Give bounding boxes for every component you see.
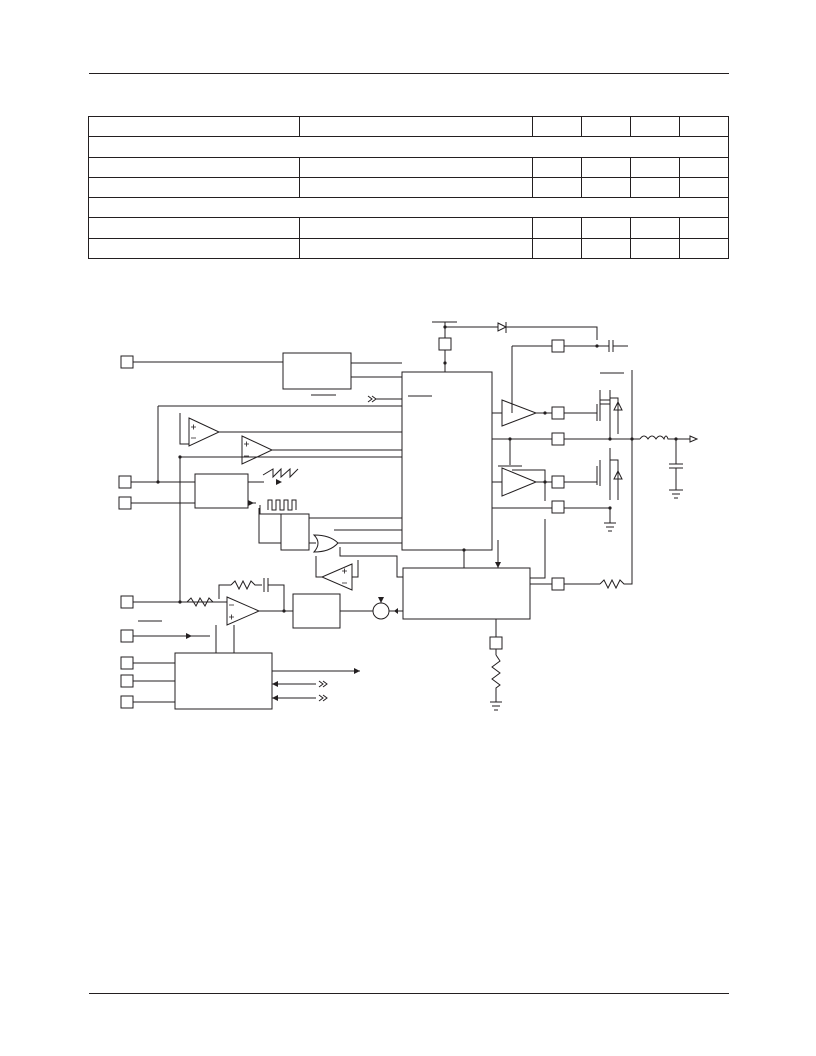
pin (120, 629, 134, 643)
table-cell (629, 176, 680, 199)
table-cell (299, 156, 533, 178)
error-amplifier (226, 596, 261, 626)
table-cell (580, 176, 631, 199)
table-row (87, 237, 730, 260)
comparator-2 (241, 435, 274, 465)
table-cell (531, 176, 582, 199)
pin (551, 475, 565, 489)
pin (489, 636, 503, 650)
comparator-1 (188, 417, 221, 447)
footer-rule (89, 993, 729, 994)
pin (551, 500, 565, 514)
table-cell (678, 115, 730, 138)
table-cell (299, 115, 533, 138)
table-cell (629, 156, 680, 178)
table-cell (87, 217, 301, 239)
feedback-comparator (320, 563, 353, 591)
table-cell (629, 217, 680, 239)
wiring (131, 321, 699, 711)
compensation-block (292, 593, 341, 629)
pin (120, 656, 134, 670)
table-cell (629, 115, 680, 138)
spec-table (87, 115, 730, 260)
table-cell (580, 115, 631, 138)
junction-dots (156, 325, 678, 638)
table-cell (531, 217, 582, 239)
pin (120, 674, 134, 688)
pin (118, 496, 132, 510)
table-cell (88, 197, 729, 219)
current-sense-block (402, 567, 531, 620)
table-cell (531, 156, 582, 178)
low-side-driver (501, 467, 538, 497)
interface-block (174, 652, 273, 710)
table-section-row (88, 197, 729, 219)
pin (551, 406, 565, 420)
table-section-row (88, 136, 729, 158)
table-cell (678, 217, 730, 239)
table-row (87, 176, 730, 199)
table-cell (678, 237, 730, 260)
table-cell (87, 115, 301, 138)
table-cell (678, 176, 730, 199)
pin (551, 577, 565, 591)
table-cell (299, 176, 533, 199)
table-row (87, 156, 730, 178)
table-cell (678, 156, 730, 178)
table-cell (87, 156, 301, 178)
header-rule (89, 73, 729, 74)
table-cell (531, 115, 582, 138)
latch-block (280, 513, 310, 551)
pin (438, 337, 452, 351)
table-cell (299, 237, 533, 260)
table-cell (87, 176, 301, 199)
control-logic-block (401, 371, 493, 551)
pins-left (118, 355, 134, 709)
pin (120, 595, 134, 609)
arrowheads (186, 479, 501, 701)
table-cell (299, 217, 533, 239)
table-cell (88, 136, 729, 158)
table-cell (629, 237, 680, 260)
table-header-row (87, 115, 730, 138)
pin (120, 695, 134, 709)
table-cell (580, 237, 631, 260)
oscillator-block (194, 473, 249, 509)
table-cell (87, 237, 301, 260)
opamp-signs (191, 424, 347, 620)
pin (551, 432, 565, 446)
table-cell (580, 217, 631, 239)
table-row (87, 217, 730, 239)
pin (120, 355, 134, 369)
or-gate (312, 534, 339, 553)
summing-junction (372, 602, 390, 620)
high-side-driver (501, 399, 538, 427)
table-cell (580, 156, 631, 178)
pin (118, 475, 132, 489)
table-cell (531, 237, 582, 260)
pin (551, 339, 565, 353)
block-diagram (118, 321, 699, 711)
regulator-block (282, 352, 352, 390)
